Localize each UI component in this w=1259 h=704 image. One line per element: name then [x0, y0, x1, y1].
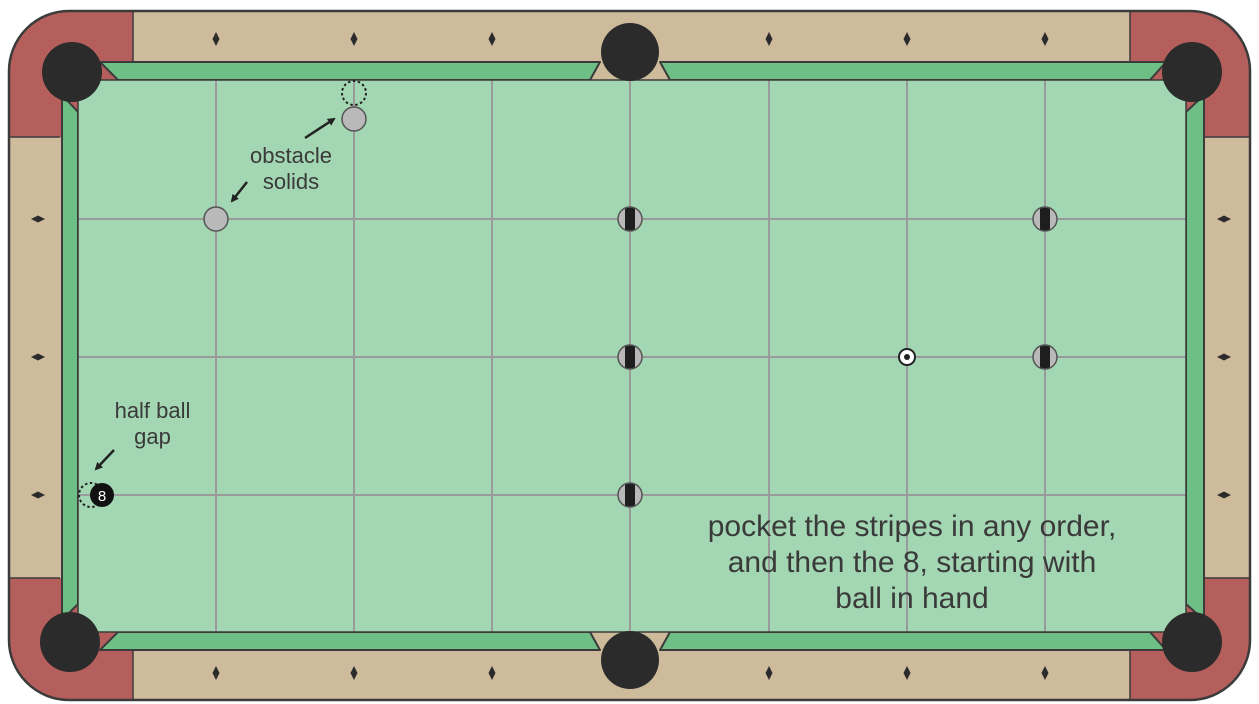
stripe-ball-1	[618, 206, 642, 232]
instruction-line1: pocket the stripes in any order,	[672, 509, 1152, 545]
pocket-bottom-right	[1162, 612, 1222, 672]
obstacle-label-line2: solids	[236, 169, 346, 195]
cushion-left	[62, 95, 78, 620]
pocket-bottom-side	[601, 631, 659, 689]
pocket-bottom-left	[40, 612, 100, 672]
gap-label-line1: half ball	[100, 398, 205, 424]
pocket-top-side	[601, 23, 659, 81]
pocket-top-right	[1162, 42, 1222, 102]
obstacle-label-line1: obstacle	[236, 143, 346, 169]
cushion-right	[1186, 95, 1204, 620]
obstacle-ball-2	[342, 107, 366, 131]
stripe-ball-3	[618, 482, 642, 508]
instruction-line3: ball in hand	[672, 581, 1152, 617]
cushion-top-left	[100, 62, 600, 80]
cushion-top-right	[660, 62, 1166, 80]
obstacle-solids-label: obstacle solids	[236, 143, 346, 196]
eight-ball-number: 8	[98, 488, 106, 505]
instruction-line2: and then the 8, starting with	[672, 545, 1152, 581]
stripe-ball-4	[1033, 206, 1057, 232]
gap-label-line2: gap	[100, 424, 205, 450]
cushion-bottom-left	[100, 632, 600, 650]
half-ball-gap-label: half ball gap	[100, 398, 205, 451]
stripe-ball-2	[618, 344, 642, 370]
cushion-bottom-right	[660, 632, 1166, 650]
stripe-ball-5	[1033, 344, 1057, 370]
pocket-top-left	[42, 42, 102, 102]
instruction-text: pocket the stripes in any order, and the…	[672, 509, 1152, 617]
cue-ball	[899, 349, 915, 365]
obstacle-ball-1	[204, 207, 228, 231]
